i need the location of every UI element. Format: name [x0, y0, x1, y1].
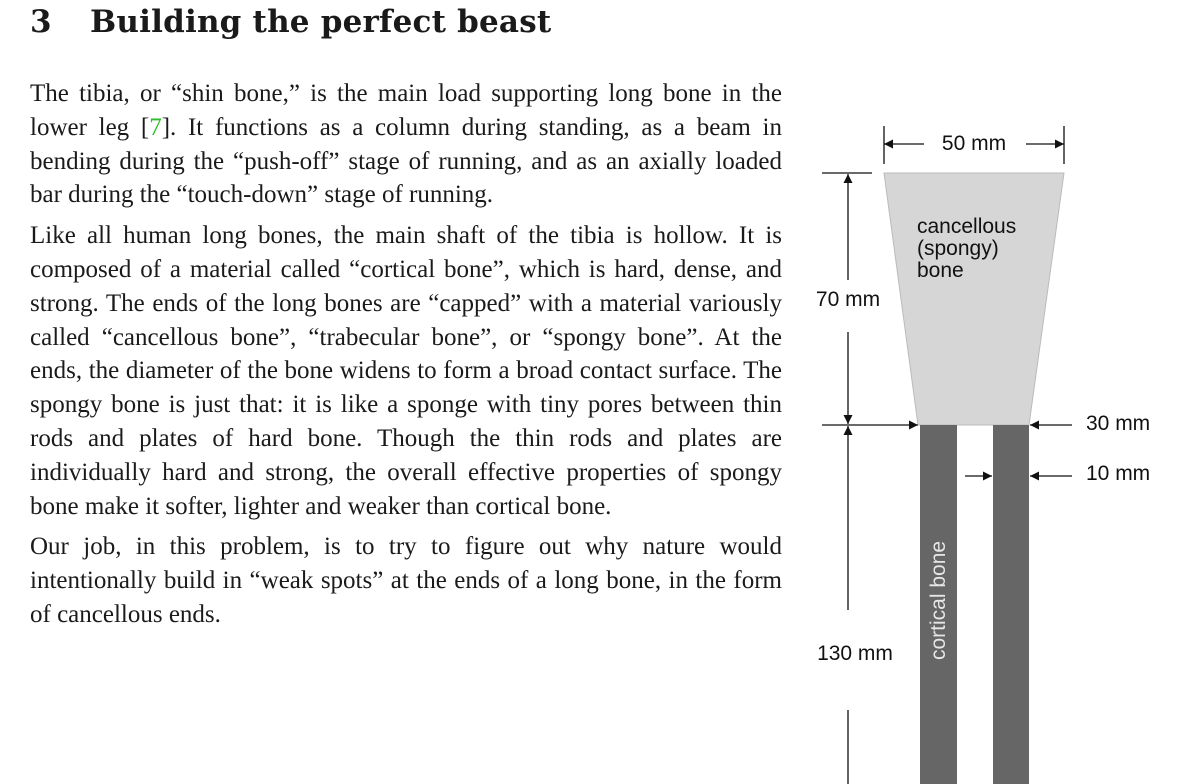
cortical-wall-right [993, 425, 1029, 784]
paragraph-tibia-intro: The tibia, or “shin bone,” is the main l… [30, 77, 782, 212]
paragraph-problem-statement: Our job, in this problem, is to try to f… [30, 533, 782, 628]
end-height-label: 70 mm [816, 288, 880, 311]
tibia-diagram-svg: cancellous (spongy) bone cortical bone 5… [816, 126, 1150, 784]
cancellous-label-line-2: (spongy) [917, 237, 999, 260]
section-number: 3 [30, 4, 52, 40]
citation-link[interactable]: 7 [149, 113, 162, 141]
cancellous-label: cancellous (spongy) bone [917, 215, 1022, 282]
paragraph-1-text-a: The tibia, or “shin bone,” is the main l… [30, 80, 782, 141]
tibia-diagram: cancellous (spongy) bone cortical bone 5… [800, 100, 1196, 784]
section-heading: 3 Building the perfect beast [30, 2, 551, 42]
section-title: Building the perfect beast [90, 4, 552, 40]
shaft-width-label: 30 mm [1086, 412, 1150, 435]
shaft-length-label: 130 mm [817, 642, 893, 665]
cortical-label: cortical bone [927, 541, 950, 660]
top-width-label: 50 mm [942, 132, 1006, 155]
cancellous-region [883, 172, 1065, 426]
wall-thickness-label: 10 mm [1086, 462, 1150, 485]
cortical-wall-left [920, 425, 957, 784]
cancellous-label-line-3: bone [917, 259, 964, 282]
paragraph-1-text-b: ]. It functions as a column during stand… [30, 113, 782, 209]
cancellous-label-line-1: cancellous [917, 215, 1016, 238]
paragraph-bone-structure: Like all human long bones, the main shaf… [30, 222, 782, 520]
body-text: The tibia, or “shin bone,” is the main l… [30, 77, 782, 639]
